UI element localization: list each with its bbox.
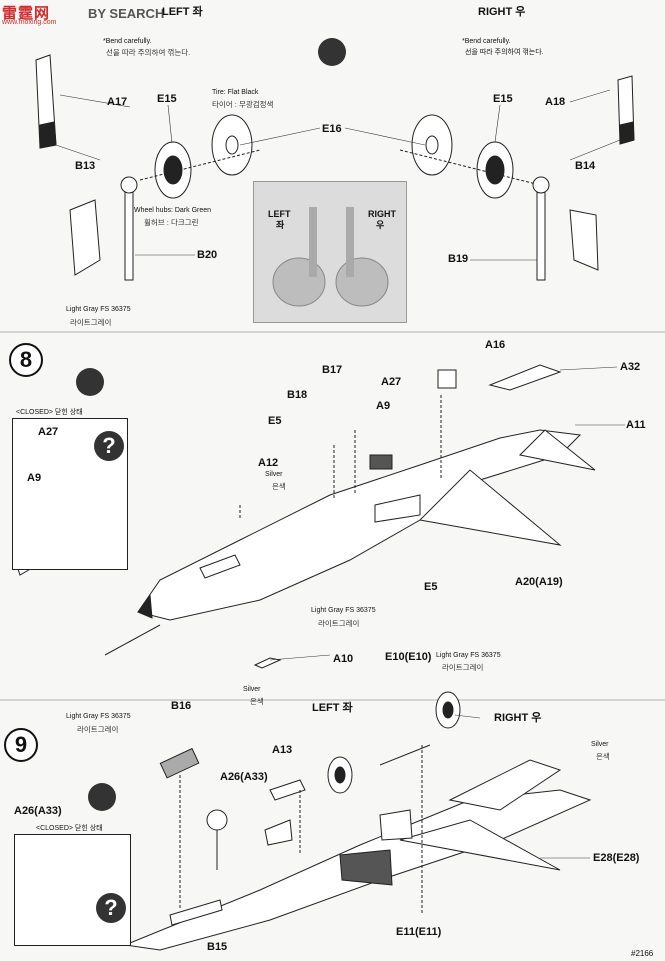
part-label: A26(A33)	[220, 771, 268, 783]
part-label: E28(E28)	[593, 852, 640, 864]
search-label: BY SEARCH	[88, 6, 165, 21]
part-label: A10	[333, 653, 354, 665]
closed-label: <CLOSED> 닫힌 상태	[16, 409, 83, 416]
wheel-hub-color-ko: 휠허브 : 다크그린	[144, 218, 199, 227]
photo-left-ko: 좌	[276, 220, 285, 230]
part-label: A9	[27, 472, 42, 484]
silver-label-ko: 은색	[596, 752, 610, 761]
part-label: B18	[287, 389, 308, 401]
part-label: E16	[322, 123, 342, 135]
gray-label-ko: 라이트그레이	[318, 619, 360, 628]
gray-label: Light Gray FS 36375	[311, 607, 376, 614]
part-label: E10(E10)	[385, 651, 432, 663]
left-label: LEFT 좌	[312, 702, 353, 714]
question-icon: ?	[94, 431, 124, 461]
bend-note-left-ko: 선을 따라 주의하여 꺾는다.	[106, 48, 191, 57]
gray-label: Light Gray FS 36375	[66, 713, 131, 720]
silver-label-2: Silver	[243, 686, 261, 693]
strut-color-ko: 라이트그레이	[70, 318, 112, 327]
part-label: A18	[545, 96, 566, 108]
right-label: RIGHT 우	[494, 712, 542, 724]
photo-left-label: LEFT	[268, 209, 291, 219]
page-code: #2166	[631, 949, 654, 958]
part-label: A27	[381, 376, 402, 388]
part-label: B14	[575, 160, 596, 172]
bend-note-right: *Bend carefully.	[462, 38, 511, 45]
part-label: A20(A19)	[515, 576, 563, 588]
closed-inset	[14, 834, 131, 946]
gray-label-2-ko: 라이트그레이	[442, 663, 484, 672]
photo-right-ko: 우	[376, 220, 385, 230]
part-label: E15	[493, 93, 513, 105]
part-label: A17	[107, 96, 128, 108]
part-label: B13	[75, 160, 96, 172]
site-logo: 雷霆网	[2, 5, 51, 22]
part-label: E5	[268, 415, 282, 427]
wheel-hub-color: Wheel hubs: Dark Green	[134, 207, 212, 214]
reference-photo: LEFT 좌 RIGHT 우	[253, 181, 407, 323]
part-label: B20	[197, 249, 218, 261]
part-label: A26(A33)	[14, 805, 62, 817]
bend-note-left: *Bend carefully.	[103, 38, 152, 45]
part-label: A9	[376, 400, 391, 412]
step-number: 9	[4, 728, 38, 762]
closed-label: <CLOSED> 닫힌 상태	[36, 825, 103, 832]
tire-color-ko: 타이어 : 무광검정색	[212, 100, 274, 109]
site-url: www.moxing.com	[2, 19, 57, 26]
silver-label-2-ko: 은색	[250, 697, 264, 706]
part-label: B16	[171, 700, 192, 712]
part-label: A32	[620, 361, 641, 373]
part-label: A16	[485, 339, 506, 351]
part-label: A11	[626, 419, 646, 431]
silver-label: Silver	[265, 471, 283, 478]
header-left-label: LEFT 좌	[162, 6, 203, 18]
step-number: 8	[9, 343, 43, 377]
part-label: E11(E11)	[396, 926, 442, 938]
part-label: E15	[157, 93, 177, 105]
part-label: A12	[258, 457, 279, 469]
photo-right-label: RIGHT	[368, 209, 396, 219]
gray-label-2: Light Gray FS 36375	[436, 652, 501, 659]
strut-color: Light Gray FS 36375	[66, 306, 131, 313]
glue-icon	[88, 783, 116, 811]
part-label: B17	[322, 364, 343, 376]
gray-label-ko: 라이트그레이	[77, 725, 119, 734]
question-icon: ?	[96, 893, 126, 923]
part-label: B15	[207, 941, 228, 953]
part-label: B19	[448, 253, 469, 265]
part-label: A27	[38, 426, 59, 438]
silver-label-ko: 은색	[272, 482, 286, 491]
tire-color: Tire: Flat Black	[212, 89, 259, 96]
part-label: E5	[424, 581, 438, 593]
silver-label: Silver	[591, 741, 609, 748]
header-right-label: RIGHT 우	[478, 6, 526, 18]
glue-icon	[76, 368, 104, 396]
glue-icon	[318, 38, 346, 66]
bend-note-right-ko: 선을 따라 주의하여 꺾는다.	[465, 49, 544, 56]
part-label: A13	[272, 744, 293, 756]
